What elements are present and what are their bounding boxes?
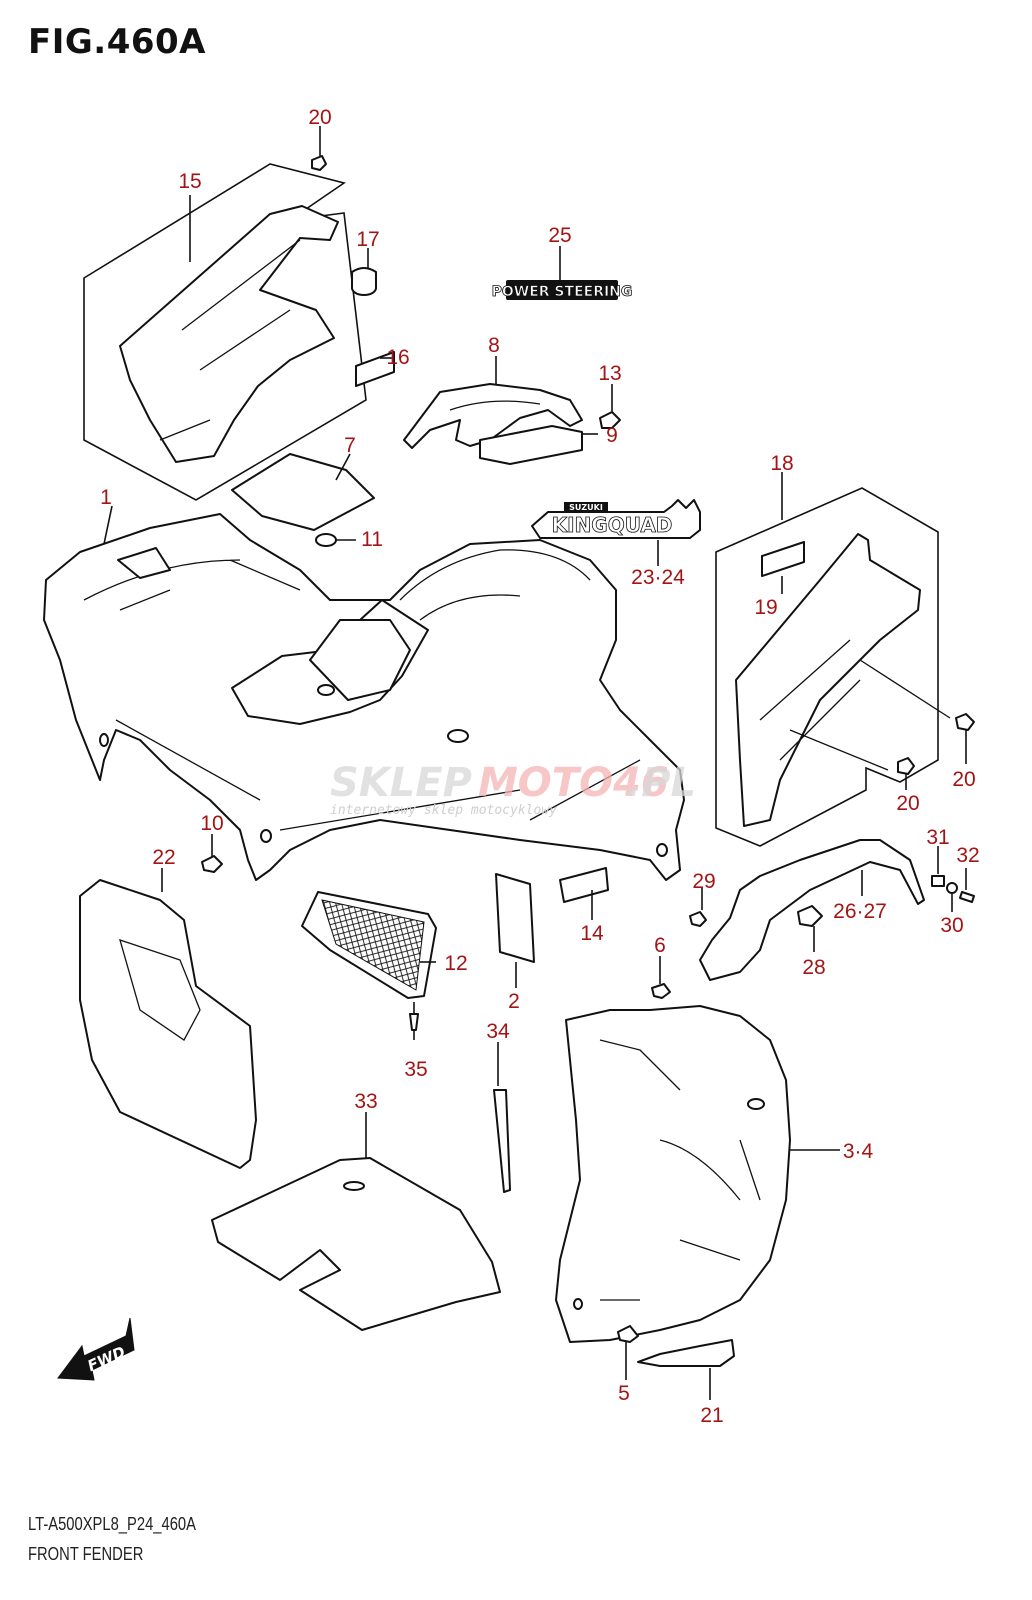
callout-9: 9	[606, 424, 618, 447]
callout-20-right: 20	[952, 768, 975, 791]
pad-19	[761, 541, 805, 577]
callout-20-lower: 20	[896, 792, 919, 815]
clip-5	[617, 1325, 639, 1380]
inner-fender-3-4	[555, 1005, 840, 1343]
assembly-box-15	[83, 126, 395, 501]
callout-30: 30	[940, 914, 963, 937]
callout-22: 22	[152, 846, 175, 869]
pad-2	[495, 873, 535, 988]
grille-12	[301, 891, 437, 1040]
callout-19: 19	[754, 596, 777, 619]
clip-10	[201, 834, 223, 873]
power-steering-text: POWER STEERING	[492, 284, 633, 300]
callout-1: 1	[100, 486, 112, 509]
assembly-box-18	[715, 472, 975, 847]
callout-23-24: 23·24	[631, 566, 685, 589]
figure-name: FRONT FENDER	[28, 1544, 144, 1564]
callout-26-27: 26·27	[833, 900, 887, 923]
callout-20-top: 20	[308, 106, 331, 129]
bolt-28	[797, 905, 823, 927]
watermark-brand-red: MOTO46	[478, 760, 669, 806]
inner-panel-18	[735, 533, 921, 827]
callout-33: 33	[354, 1090, 377, 1113]
callout-16: 16	[386, 346, 409, 369]
callout-28: 28	[802, 956, 825, 979]
callout-12: 12	[444, 952, 467, 975]
grommet-11	[315, 533, 337, 547]
mat-22	[79, 868, 257, 1169]
kingquad-text: KINGQUAD	[552, 513, 673, 537]
callout-2: 2	[508, 990, 520, 1013]
cable-tie-34	[493, 1042, 511, 1193]
pad-7	[231, 453, 375, 547]
screw-32	[959, 891, 975, 903]
cover-8	[403, 356, 598, 465]
callout-14: 14	[580, 922, 604, 945]
callout-6: 6	[654, 934, 666, 957]
screw-35	[409, 1013, 419, 1031]
callout-21: 21	[700, 1404, 723, 1427]
callout-8: 8	[488, 334, 500, 357]
bracket-26-27	[689, 839, 975, 981]
callout-35: 35	[404, 1058, 427, 1081]
collar-31	[931, 875, 945, 887]
callout-34: 34	[486, 1020, 510, 1043]
callout-31: 31	[926, 826, 949, 849]
figure-title: FIG.460A	[28, 22, 206, 62]
clip-29	[689, 911, 707, 927]
figure-code: LT-A500XPL8_P24_460A	[28, 1514, 196, 1534]
callout-7: 7	[344, 434, 356, 457]
callout-11: 11	[361, 528, 383, 551]
front-fender-1	[43, 505, 685, 881]
callout-15: 15	[178, 170, 201, 193]
callout-10: 10	[200, 812, 223, 835]
watermark-tagline: internetowy sklep motocyklowy	[330, 803, 557, 818]
suzuki-text: SUZUKI	[569, 503, 603, 512]
strip-21	[637, 1339, 735, 1400]
decal-kingquad-23-24: SUZUKI KINGQUAD	[531, 499, 701, 566]
watermark-brand-grey: SKLEP	[330, 760, 472, 806]
callout-18: 18	[770, 452, 793, 475]
pad-9	[479, 425, 583, 465]
decal-power-steering-25: POWER STEERING	[491, 246, 633, 300]
pad-14	[559, 867, 609, 920]
pad-16	[355, 351, 395, 387]
watermark: SKLEP MOTO46 .PL internetowy sklep motoc…	[330, 760, 696, 818]
clip-20-top	[311, 155, 327, 171]
callouts: 1 2 3·4 5 6 7 8 9 10 11 12 13 14 15 16 1…	[100, 106, 980, 1427]
clip-20-lower	[897, 757, 915, 775]
screw-13	[599, 384, 621, 429]
callout-32: 32	[956, 844, 979, 867]
clip-6	[651, 956, 671, 999]
watermark-tld: .PL	[626, 760, 696, 806]
callout-5: 5	[618, 1382, 630, 1405]
callout-17: 17	[356, 228, 379, 251]
callout-13: 13	[598, 362, 621, 385]
callout-29: 29	[692, 870, 715, 893]
clip-20-right	[955, 713, 975, 731]
callout-3-4: 3·4	[843, 1140, 874, 1163]
mat-33	[211, 1112, 501, 1331]
callout-25: 25	[548, 224, 571, 247]
washer-30	[946, 882, 958, 894]
inner-panel-15	[119, 205, 339, 463]
fwd-arrow: FWD	[57, 1317, 135, 1381]
